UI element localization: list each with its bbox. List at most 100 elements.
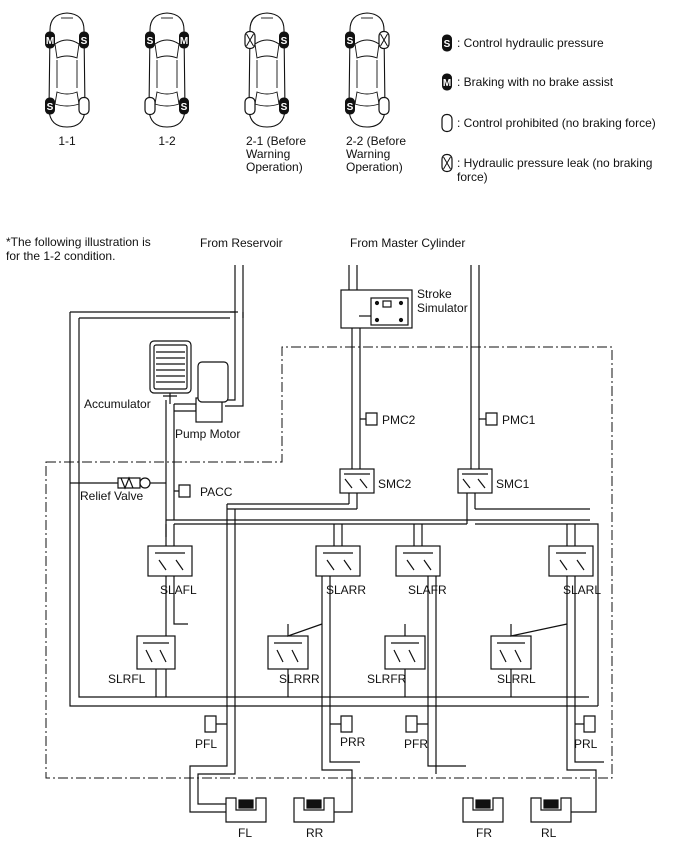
condition-label: Warning (346, 147, 390, 161)
slrrr-valve (267, 623, 323, 697)
condition-label: Operation) (346, 160, 403, 174)
svg-text:S: S (281, 102, 288, 113)
circuit-labels: From Reservoir From Master Cylinder Stro… (80, 236, 601, 840)
slarr-valve (315, 524, 361, 728)
legend-text: : Braking with no brake assist (457, 75, 614, 89)
prl-label: PRL (574, 737, 598, 751)
legend-item-control-prohibited: : Control prohibited (no braking force) (441, 113, 656, 133)
stroke-simulator-label-2: Simulator (417, 301, 468, 315)
wheel-rr-control-pressure-icon: S (179, 97, 189, 115)
slrrl-label: SLRRL (497, 672, 536, 686)
smc1-label: SMC1 (496, 477, 530, 491)
condition-label: 2-2 (Before (346, 134, 406, 148)
slrfl-valve (136, 635, 176, 697)
condition-label: 1-1 (58, 134, 76, 148)
wheel-fl-no-brake-assist-icon: M (45, 31, 55, 49)
wheel-rr-control-prohibited-icon (78, 96, 90, 116)
slafl-valve (147, 524, 193, 640)
wheel-rl-control-pressure-icon: S (345, 97, 355, 115)
pmc1-label: PMC1 (502, 413, 536, 427)
pacc-sensor (174, 484, 191, 498)
control-pressure-icon: S (442, 34, 452, 52)
pfl-label: PFL (195, 737, 217, 751)
hydraulic-circuit (45, 265, 613, 823)
legend-text: : Hydraulic pressure leak (no braking (457, 156, 652, 170)
fr-label: FR (476, 826, 492, 840)
slafl-label: SLAFL (160, 583, 197, 597)
dist-line-mid (166, 519, 599, 706)
smc1-valve (457, 468, 493, 524)
wheel-fr-no-brake-assist-icon: M (179, 31, 189, 49)
svg-text:S: S (181, 102, 188, 113)
wheel-rr-control-prohibited-icon (378, 96, 390, 116)
accumulator-body (149, 340, 192, 394)
line-to-fl (189, 728, 236, 813)
frame-line (69, 311, 598, 707)
svg-text:S: S (347, 102, 354, 113)
condition-label: 2-1 (Before (246, 134, 306, 148)
prr-label: PRR (340, 735, 366, 749)
legend: S : Control hydraulic pressure M: Braking … (441, 34, 656, 184)
slarl-valve (548, 524, 594, 728)
relief-valve (70, 477, 141, 489)
rr-caliper (293, 797, 335, 823)
from-master-cylinder-label: From Master Cylinder (350, 236, 465, 250)
note-line-2: for the 1-2 condition. (6, 249, 115, 263)
legend-item-pressure-leak: : Hydraulic pressure leak (no brakingfor… (441, 153, 652, 184)
slrrl-valve (490, 623, 568, 697)
wheel-fr-pressure-leak-icon (378, 30, 390, 50)
fl-label: FL (238, 826, 252, 840)
wheel-fr-control-pressure-icon: S (79, 31, 89, 49)
svg-text:M: M (46, 36, 54, 47)
wheel-rr-control-pressure-icon: S (279, 97, 289, 115)
svg-text:M: M (180, 36, 188, 47)
slrfl-label: SLRFL (108, 672, 146, 686)
smc2-valve (339, 468, 375, 509)
pfl-sensor (204, 715, 227, 733)
relief-valve-label: Relief Valve (80, 489, 143, 503)
rl-label: RL (541, 826, 557, 840)
wheel-rl-control-prohibited-icon (144, 96, 156, 116)
condition-label: Operation) (246, 160, 303, 174)
condition-label: 1-2 (158, 134, 176, 148)
pump-motor-label: Pump Motor (175, 427, 240, 441)
dashdot-boundary (45, 346, 613, 779)
svg-text:S: S (347, 36, 354, 47)
pfr-label: PFR (404, 737, 428, 751)
wheel-fl-control-pressure-icon: S (345, 31, 355, 49)
legend-text: : Control hydraulic pressure (457, 36, 604, 50)
fr-caliper (462, 797, 504, 823)
line-to-fr (427, 728, 466, 774)
prr-sensor (330, 715, 353, 733)
smc2-feed (351, 328, 361, 469)
legend-text: : Control prohibited (no braking force) (457, 116, 656, 130)
svg-text:S: S (47, 102, 54, 113)
accumulator-line (165, 400, 175, 537)
condition-label: Warning (246, 147, 290, 161)
car-condition-1-1: M S S 1-1 (45, 12, 90, 148)
pacc-label: PACC (200, 485, 233, 499)
note-line-1: *The following illustration is (6, 235, 151, 249)
legend-item-no-brake-assist: M: Braking with no brake assist (442, 73, 614, 91)
slrfr-valve (384, 624, 426, 697)
slarr-label: SLARR (326, 583, 366, 597)
from-reservoir-label: From Reservoir (200, 236, 283, 250)
pfr-sensor (405, 715, 428, 733)
illustration-note: *The following illustration is for the 1… (6, 235, 151, 263)
slafr-label: SLAFR (408, 583, 447, 597)
stroke-simulator-label-1: Stroke (417, 287, 452, 301)
legend-text: force) (457, 170, 488, 184)
wheel-fl-pressure-leak-icon (244, 30, 256, 50)
pmc1-sensor (479, 412, 498, 426)
master-line-right (470, 265, 480, 469)
wheel-fr-control-pressure-icon: S (279, 31, 289, 49)
control-prohibited-icon (441, 113, 453, 133)
smc2-label: SMC2 (378, 477, 412, 491)
rr-label: RR (306, 826, 324, 840)
accumulator-label: Accumulator (84, 397, 151, 411)
